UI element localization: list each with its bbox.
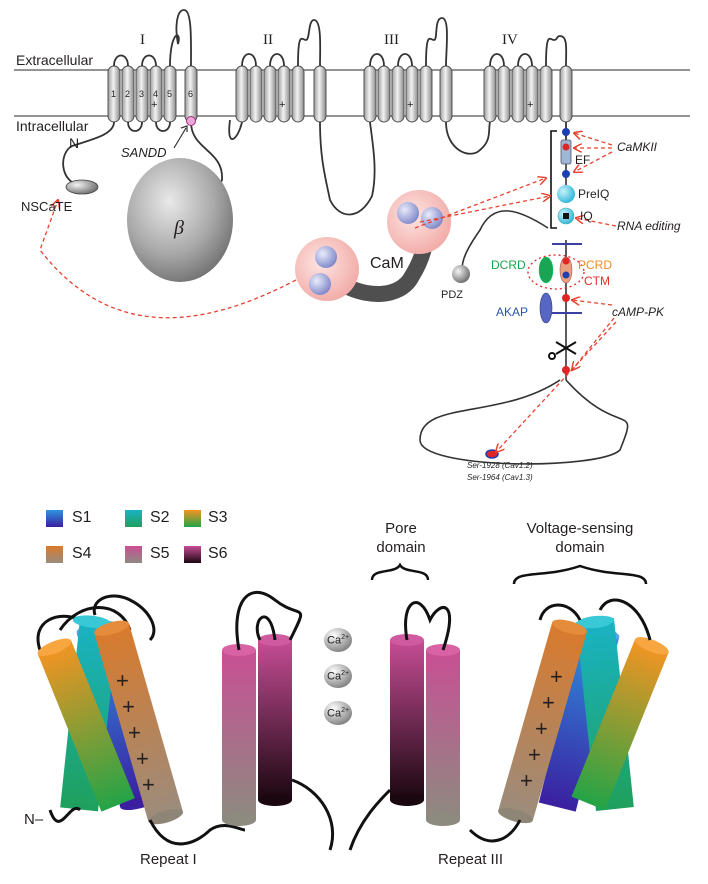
scissor-phospho <box>562 366 570 374</box>
iq-label: IQ <box>580 209 593 223</box>
s4-plus-4: + <box>527 99 534 111</box>
pore-brace <box>370 562 430 581</box>
legend-swatch-s5 <box>125 546 142 563</box>
scissors-icon <box>548 341 577 360</box>
ser-1928-label: Ser-1928 (Cav1.2) <box>467 461 533 470</box>
camkii-label: CaMKII <box>617 140 658 154</box>
legend-label-s5: S5 <box>150 545 170 562</box>
segment-label-2: 2 <box>125 89 131 99</box>
legend-label-s3: S3 <box>208 509 228 526</box>
repeat-4-segments <box>483 35 573 123</box>
ca-ion-2 <box>324 664 352 688</box>
dcrd-label: DCRD <box>491 258 526 272</box>
camkii-site-1 <box>562 128 570 136</box>
s4-charge-left-4: + <box>136 746 149 771</box>
s4-charge-right-4: + <box>528 742 541 767</box>
pcrd-site-blue <box>562 271 570 279</box>
legend-label-s1: S1 <box>72 509 92 526</box>
nscate-label: NSCaTE <box>21 199 73 214</box>
segment-label-3: 3 <box>139 89 145 99</box>
camp-pk-label: cAMP-PK <box>612 305 665 319</box>
repeat-1-label: Repeat I <box>140 851 197 868</box>
legend-swatch-s1 <box>46 510 63 527</box>
extracellular-label: Extracellular <box>16 52 94 68</box>
intracellular-label: Intracellular <box>16 118 89 134</box>
ef-label: EF <box>575 153 591 167</box>
pore-domain-label: Pore domain <box>376 520 426 556</box>
segment-label-5: 5 <box>167 89 173 99</box>
n-terminus-label: N <box>69 135 80 151</box>
voltage-domain-label: Voltage-sensing domain <box>526 520 634 556</box>
s4-charge-left-3: + <box>128 720 141 745</box>
repeat-3-segments <box>363 17 453 123</box>
legend-swatch-s2 <box>125 510 142 527</box>
regulatory-arrows <box>39 133 617 452</box>
s4-charge-right-2: + <box>542 690 555 715</box>
pcrd-label: PCRD <box>578 258 613 272</box>
ca-ion-label-3: Ca2+ <box>327 707 350 720</box>
nscate-domain <box>65 179 99 195</box>
sandd-site <box>186 116 196 126</box>
repeat-label-1: I <box>140 32 145 48</box>
ca-ion-label-2: Ca2+ <box>327 670 350 683</box>
repeat-label-3: III <box>384 32 399 48</box>
s4-plus-2: + <box>279 99 286 111</box>
legend-label-s2: S2 <box>150 509 170 526</box>
bottom-n-terminus: N– <box>24 811 44 828</box>
beta-subunit <box>127 158 233 282</box>
repeat-2-segments <box>235 19 327 123</box>
cam-label: CaM <box>370 255 404 272</box>
pdz-label: PDZ <box>441 289 463 301</box>
repeat-3-label: Repeat III <box>438 851 504 868</box>
segment-label-1: 1 <box>111 89 117 99</box>
preiq-domain <box>557 185 575 203</box>
s4-charge-left-1: + <box>116 668 129 693</box>
rna-editing-label: RNA editing <box>617 219 681 233</box>
akap-domain <box>539 292 553 324</box>
s4-charge-right-3: + <box>535 716 548 741</box>
legend-swatches <box>46 510 201 563</box>
beta-label: β <box>174 217 184 239</box>
camkii-site-2 <box>562 170 570 178</box>
s4-charge-left-5: + <box>142 772 155 797</box>
pcrd-site-red <box>562 257 570 265</box>
s4-plus-1: + <box>151 99 158 111</box>
sandd-label: SANDD <box>121 145 167 160</box>
repeat-I-helices <box>36 590 335 851</box>
repeat-label-2: II <box>263 32 273 48</box>
legend-swatch-s3 <box>184 510 201 527</box>
ca-ion-label-1: Ca2+ <box>327 634 350 647</box>
legend-swatch-s4 <box>46 546 63 563</box>
segment-label-4: 4 <box>153 89 159 99</box>
ef-phospho <box>562 143 570 151</box>
rna-editing-site <box>563 213 569 219</box>
ef-iq-bracket <box>550 130 557 229</box>
repeat-label-4: IV <box>502 32 518 48</box>
calmodulin <box>295 190 451 302</box>
s4-charge-right-5: + <box>520 768 533 793</box>
repeat-III-helices <box>348 598 669 851</box>
akap-label: AKAP <box>496 305 529 319</box>
repeat-1-segments <box>107 9 198 132</box>
ca-ion-3 <box>324 701 352 725</box>
legend-swatch-s6 <box>184 546 201 563</box>
dcrd-domain <box>538 256 554 284</box>
pdz-domain <box>452 265 470 283</box>
legend-label-s4: S4 <box>72 545 92 562</box>
preiq-label: PreIQ <box>578 187 610 201</box>
s4-charge-left-2: + <box>122 694 135 719</box>
sandd-arrow <box>173 127 187 149</box>
ca-ion-1 <box>324 628 352 652</box>
ctm-phospho <box>562 294 570 302</box>
s4-plus-3: + <box>407 99 414 111</box>
ser-1964-label: Ser-1964 (Cav1.3) <box>467 473 533 482</box>
s4-charge-right-1: + <box>550 664 563 689</box>
legend-label-s6: S6 <box>208 545 228 562</box>
voltage-brace <box>512 564 648 585</box>
ctm-label: CTM <box>584 274 610 288</box>
ctm-dotted-ring <box>527 254 585 290</box>
segment-label-6: 6 <box>188 89 194 99</box>
